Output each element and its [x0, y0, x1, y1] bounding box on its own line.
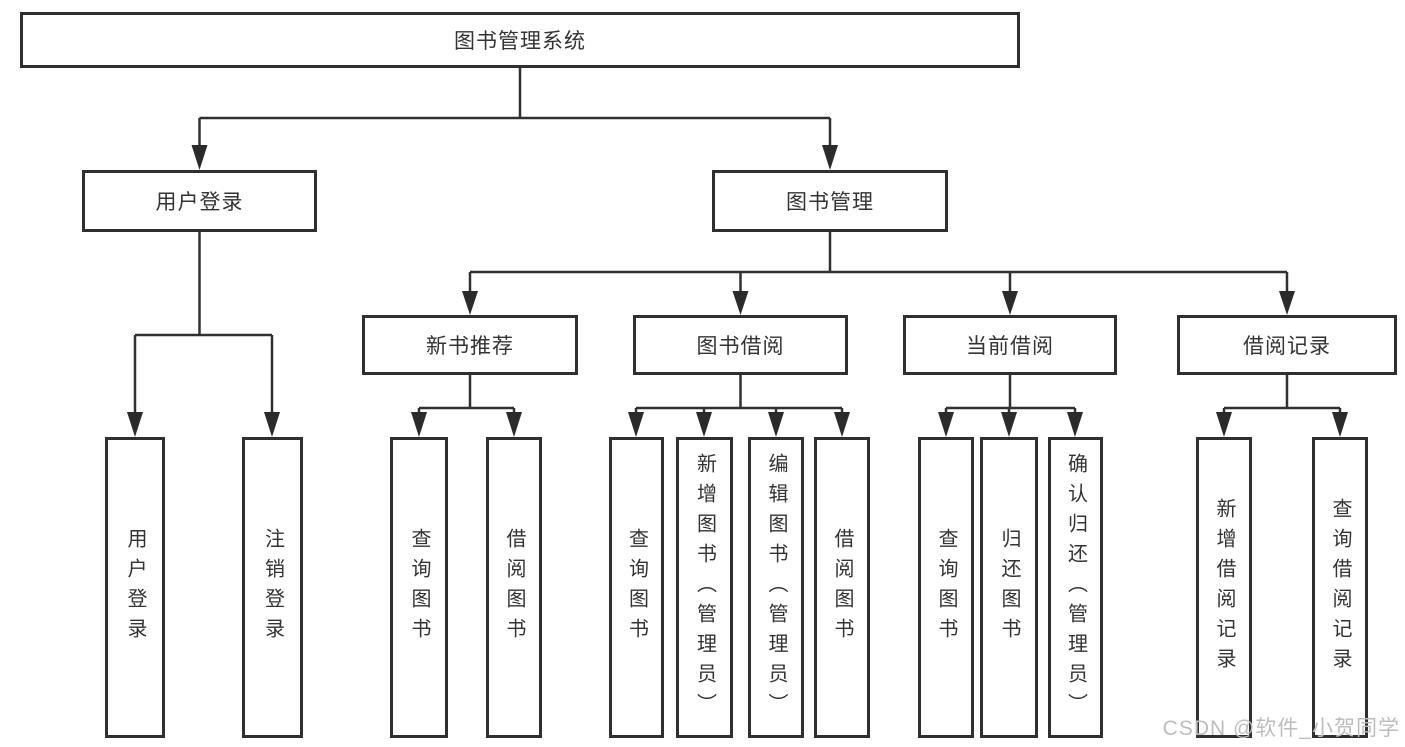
- csdn-watermark: CSDN @软件_小贺同学: [1162, 717, 1400, 740]
- node-leaf-query-books-1: 查询图书: [390, 437, 448, 738]
- node-user-login: 用户登录: [82, 170, 317, 232]
- node-leaf-add-borrow-record: 新增借阅记录: [1196, 437, 1252, 738]
- node-leaf-add-book-admin: 新增图书（管理员）: [676, 437, 733, 738]
- node-library-management-system: 图书管理系统: [20, 12, 1020, 68]
- node-leaf-query-books-2: 查询图书: [609, 437, 664, 738]
- node-leaf-return-book: 归还图书: [980, 437, 1038, 738]
- node-leaf-edit-book-admin: 编辑图书（管理员）: [748, 437, 804, 738]
- node-leaf-query-borrow-record: 查询借阅记录: [1312, 437, 1368, 738]
- node-leaf-borrow-books-1: 借阅图书: [486, 437, 542, 738]
- node-current-borrowing: 当前借阅: [903, 315, 1117, 375]
- node-new-book-recommend: 新书推荐: [362, 315, 578, 375]
- node-leaf-logout: 注销登录: [242, 437, 303, 738]
- node-book-management: 图书管理: [712, 170, 948, 232]
- node-leaf-confirm-return-admin: 确认归还（管理员）: [1048, 437, 1103, 738]
- node-book-borrowing: 图书借阅: [633, 315, 848, 375]
- node-leaf-query-books-3: 查询图书: [918, 437, 974, 738]
- node-leaf-user-login: 用户登录: [105, 437, 165, 738]
- node-borrowing-records: 借阅记录: [1177, 315, 1397, 375]
- node-leaf-borrow-books-2: 借阅图书: [814, 437, 870, 738]
